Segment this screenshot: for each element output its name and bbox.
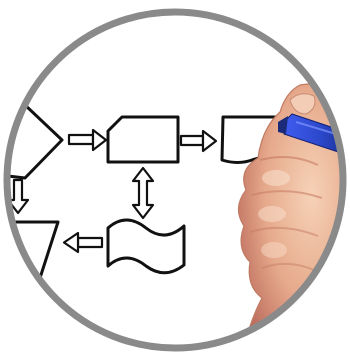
frame-ring [3, 8, 347, 352]
process-rectangle-shape [106, 115, 180, 164]
double-arrow [131, 166, 155, 220]
right-arrow [67, 128, 108, 152]
down-arrow [7, 178, 30, 215]
right-arrow [179, 129, 218, 153]
tape-shape [106, 218, 186, 275]
marker-pen [278, 113, 343, 153]
left-arrow [62, 231, 104, 254]
